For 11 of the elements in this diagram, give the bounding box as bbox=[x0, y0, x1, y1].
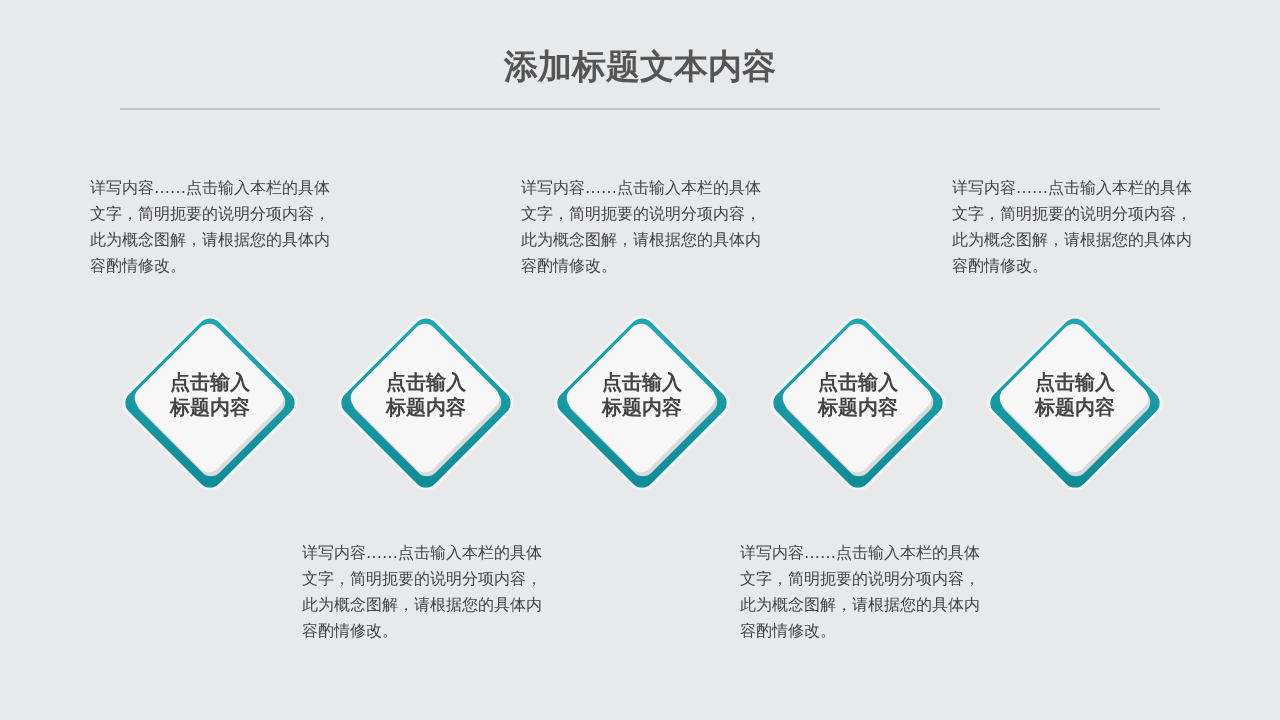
description-text: 详写内容……点击输入本栏的具体文字，简明扼要的说明分项内容，此为概念图解，请根据您的具体内容酌情修改。 bbox=[302, 542, 543, 642]
description-text: 详写内容……点击输入本栏的具体文字，简明扼要的说明分项内容，此为概念图解，请根据您的具体内容酌情修改。 bbox=[740, 542, 981, 642]
node-title: 点击输入标题内容 bbox=[818, 370, 898, 420]
node-title: 点击输入标题内容 bbox=[1035, 370, 1115, 420]
node-title: 点击输入标题内容 bbox=[170, 370, 250, 420]
description-text: 详写内容……点击输入本栏的具体文字，简明扼要的说明分项内容，此为概念图解，请根据您的具体内容酌情修改。 bbox=[521, 177, 762, 277]
node-title: 点击输入标题内容 bbox=[602, 370, 682, 420]
title: 添加标题文本内容 bbox=[503, 45, 777, 88]
description-text: 详写内容……点击输入本栏的具体文字，简明扼要的说明分项内容，此为概念图解，请根据您的具体内容酌情修改。 bbox=[90, 177, 331, 277]
node-title: 点击输入标题内容 bbox=[386, 370, 466, 420]
description-text: 详写内容……点击输入本栏的具体文字，简明扼要的说明分项内容，此为概念图解，请根据您的具体内容酌情修改。 bbox=[952, 177, 1193, 277]
